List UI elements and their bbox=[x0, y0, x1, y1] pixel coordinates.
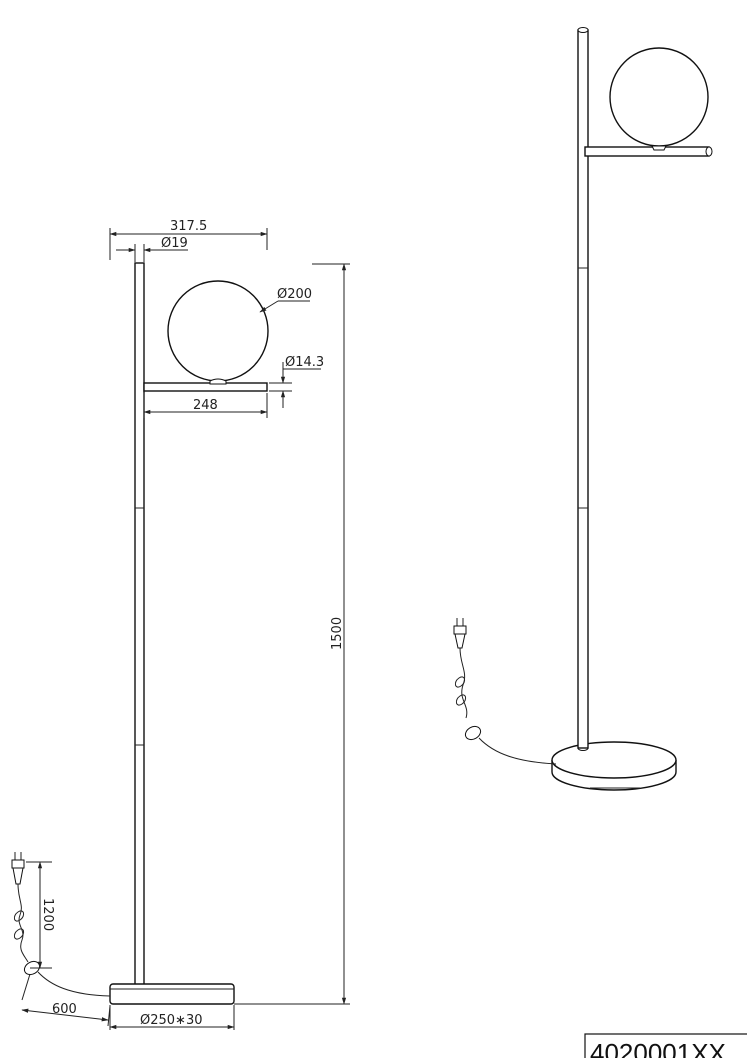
dim-cable-height: 1200 bbox=[40, 898, 55, 931]
product-code-box bbox=[584, 1033, 747, 1058]
dim-arm-length: 248 bbox=[193, 398, 218, 413]
perspective-arm bbox=[584, 146, 710, 157]
elevation-view: 317.5 Ø19 Ø200 Ø14.3 248 1500 bbox=[11, 219, 350, 1030]
dim-arm-diameter: Ø14.3 bbox=[285, 355, 324, 370]
perspective-plug-icon bbox=[453, 618, 467, 649]
dim-base: Ø250∗30 bbox=[140, 1013, 202, 1028]
globe bbox=[167, 280, 269, 382]
dim-total-width: 317.5 bbox=[170, 219, 207, 234]
pole bbox=[134, 262, 145, 986]
dim-height: 1500 bbox=[330, 617, 345, 650]
base bbox=[109, 983, 235, 1005]
perspective-pole bbox=[577, 29, 589, 749]
dim-globe-diameter: Ø200 bbox=[277, 287, 312, 302]
perspective-globe bbox=[609, 47, 709, 147]
product-code: 4020001XX bbox=[590, 1038, 726, 1058]
perspective-view bbox=[453, 27, 713, 791]
cable bbox=[17, 883, 29, 963]
dim-cable-length: 600 bbox=[52, 1002, 77, 1017]
dim-pole-diameter: Ø19 bbox=[161, 236, 188, 251]
plug-icon bbox=[11, 852, 25, 885]
arm bbox=[143, 382, 268, 392]
